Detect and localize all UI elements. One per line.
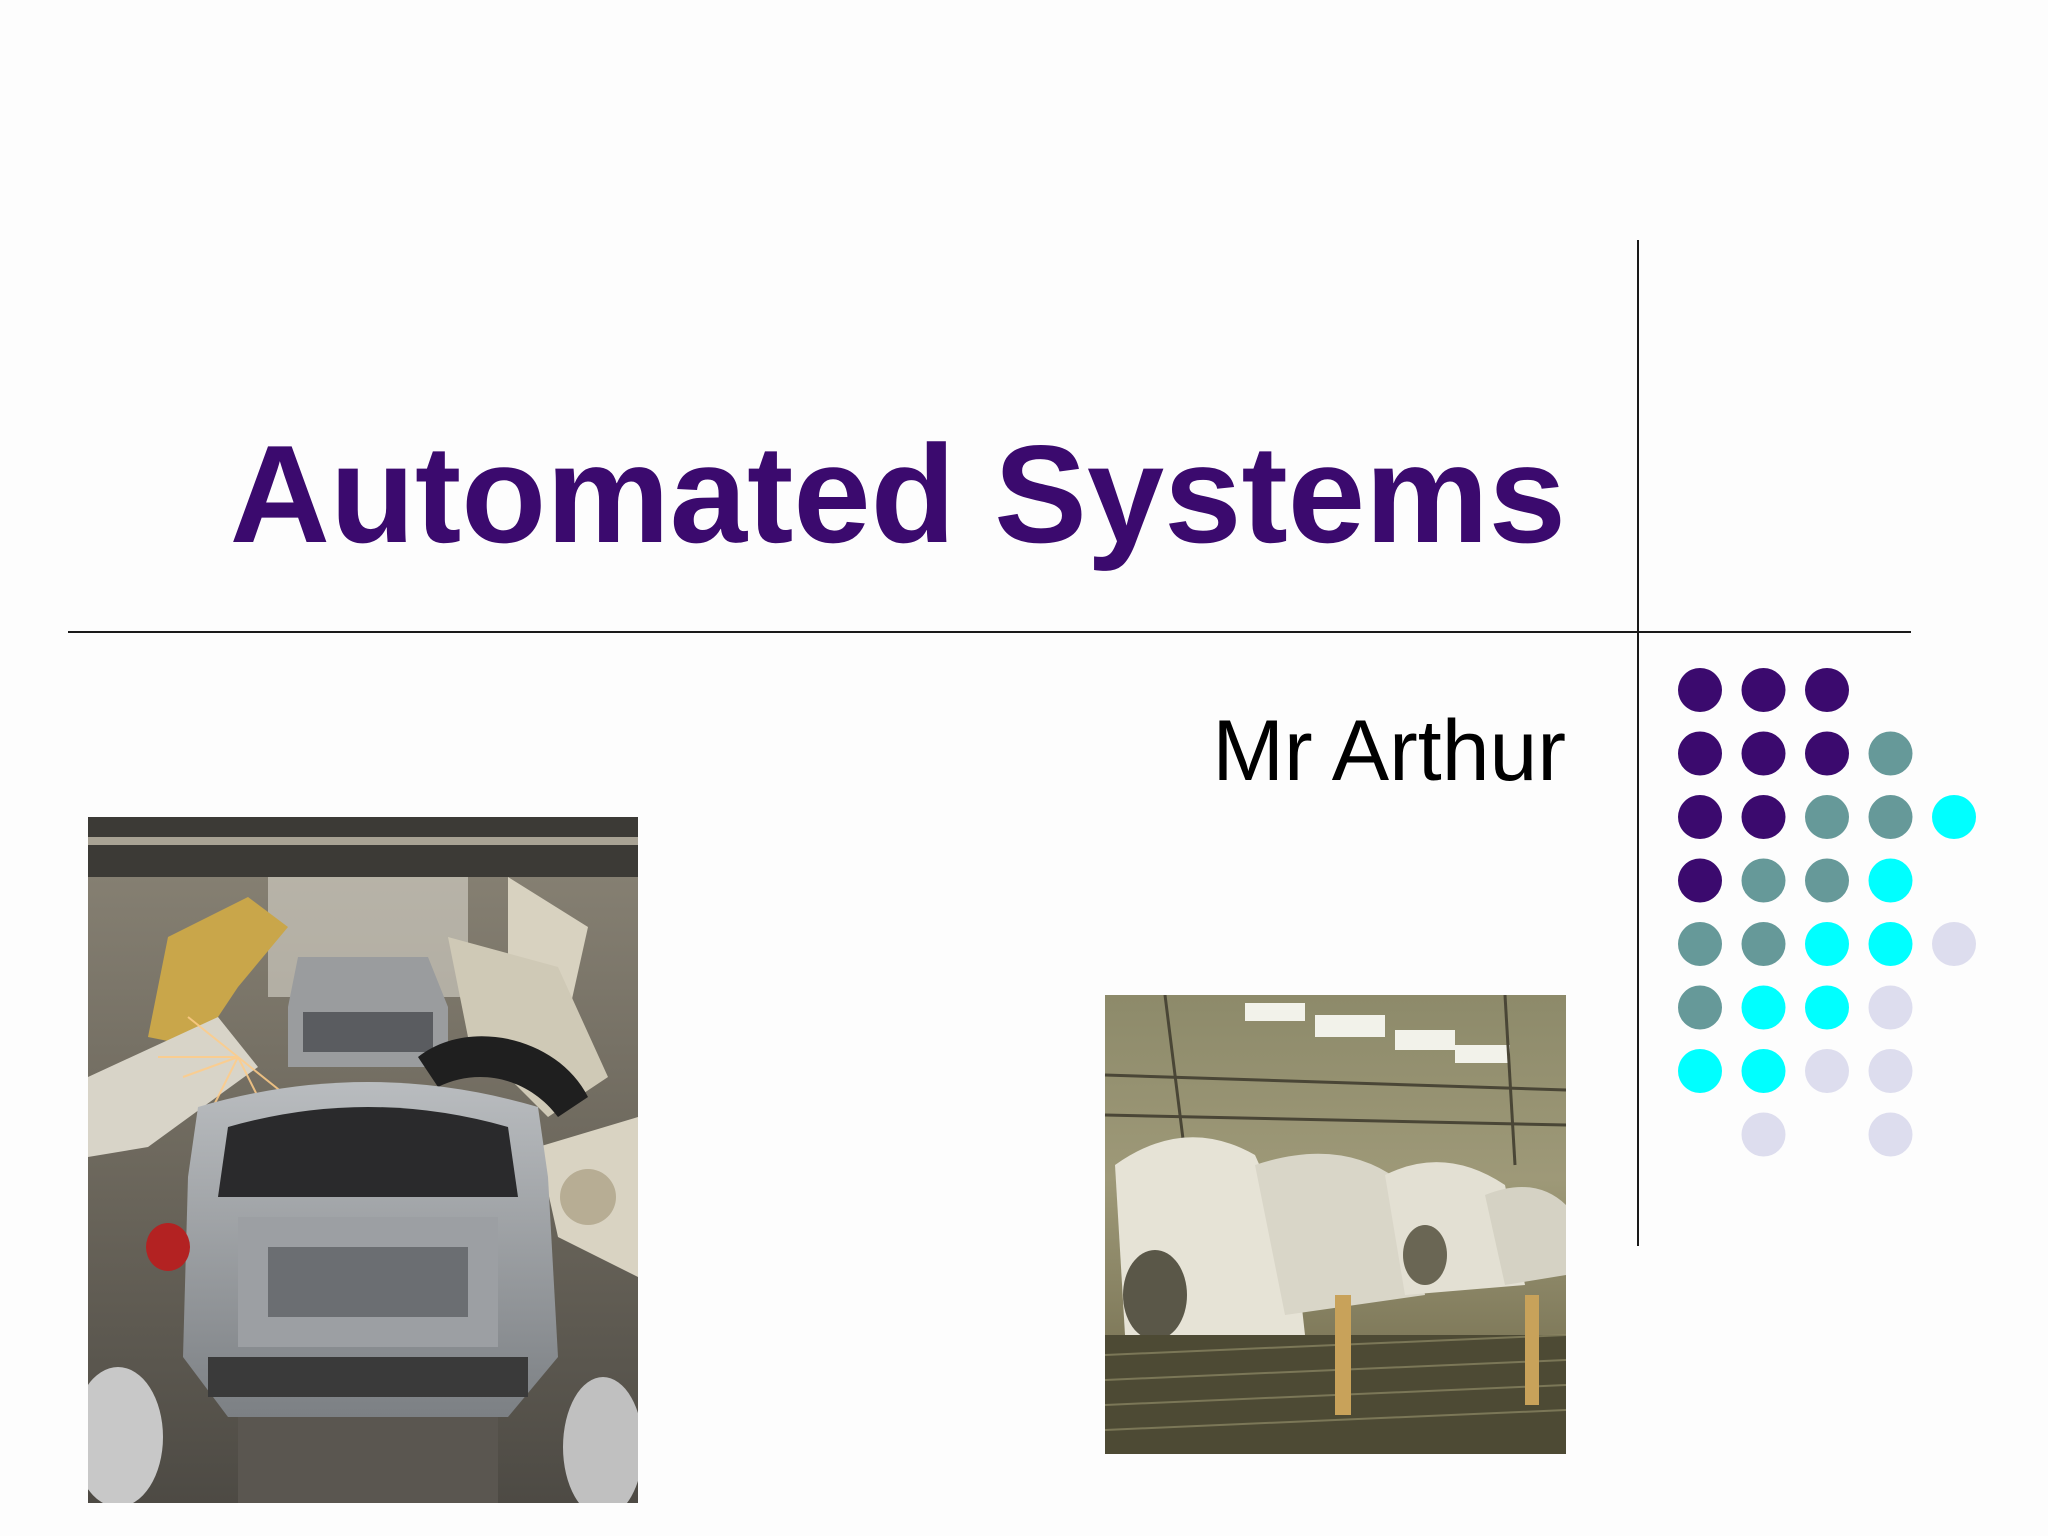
decorative-dot [1805,731,1849,776]
decorative-dot [1741,858,1786,903]
decorative-dot [1678,795,1722,839]
decorative-dot [1678,985,1722,1030]
decorative-dot [1805,858,1849,903]
decorative-dot [1678,858,1722,903]
decorative-dot [1741,795,1786,839]
decorative-dot [1805,668,1849,712]
decorative-dot [1868,731,1913,776]
decorative-dot [1868,795,1913,839]
slide-subtitle: Mr Arthur [1212,703,1566,799]
decorative-dot [1741,1112,1786,1157]
decorative-dot [1741,922,1786,966]
car-assembly-robots-photo [88,817,638,1503]
decorative-dot [1868,1049,1913,1093]
decorative-dot [1868,858,1913,903]
decorative-dot [1741,668,1786,712]
decorative-dot [1678,1049,1722,1093]
decorative-dot [1678,668,1722,712]
decorative-dot [1932,795,1976,839]
decorative-dot [1805,985,1849,1030]
decorative-dot [1868,922,1913,966]
car-body-production-line-photo [1105,995,1566,1454]
decorative-dot [1868,1112,1913,1157]
decorative-dot [1805,1049,1849,1093]
decorative-dot [1805,922,1849,966]
horizontal-divider [68,631,1911,633]
slide-title: Automated Systems [229,417,1566,572]
decorative-dot [1741,1049,1786,1093]
decorative-dot [1741,731,1786,776]
decorative-dot [1932,922,1976,966]
decorative-dot [1741,985,1786,1030]
decorative-dot [1678,731,1722,776]
decorative-dot [1805,795,1849,839]
decorative-dot [1678,922,1722,966]
decorative-dot [1868,985,1913,1030]
vertical-divider [1637,240,1639,1246]
